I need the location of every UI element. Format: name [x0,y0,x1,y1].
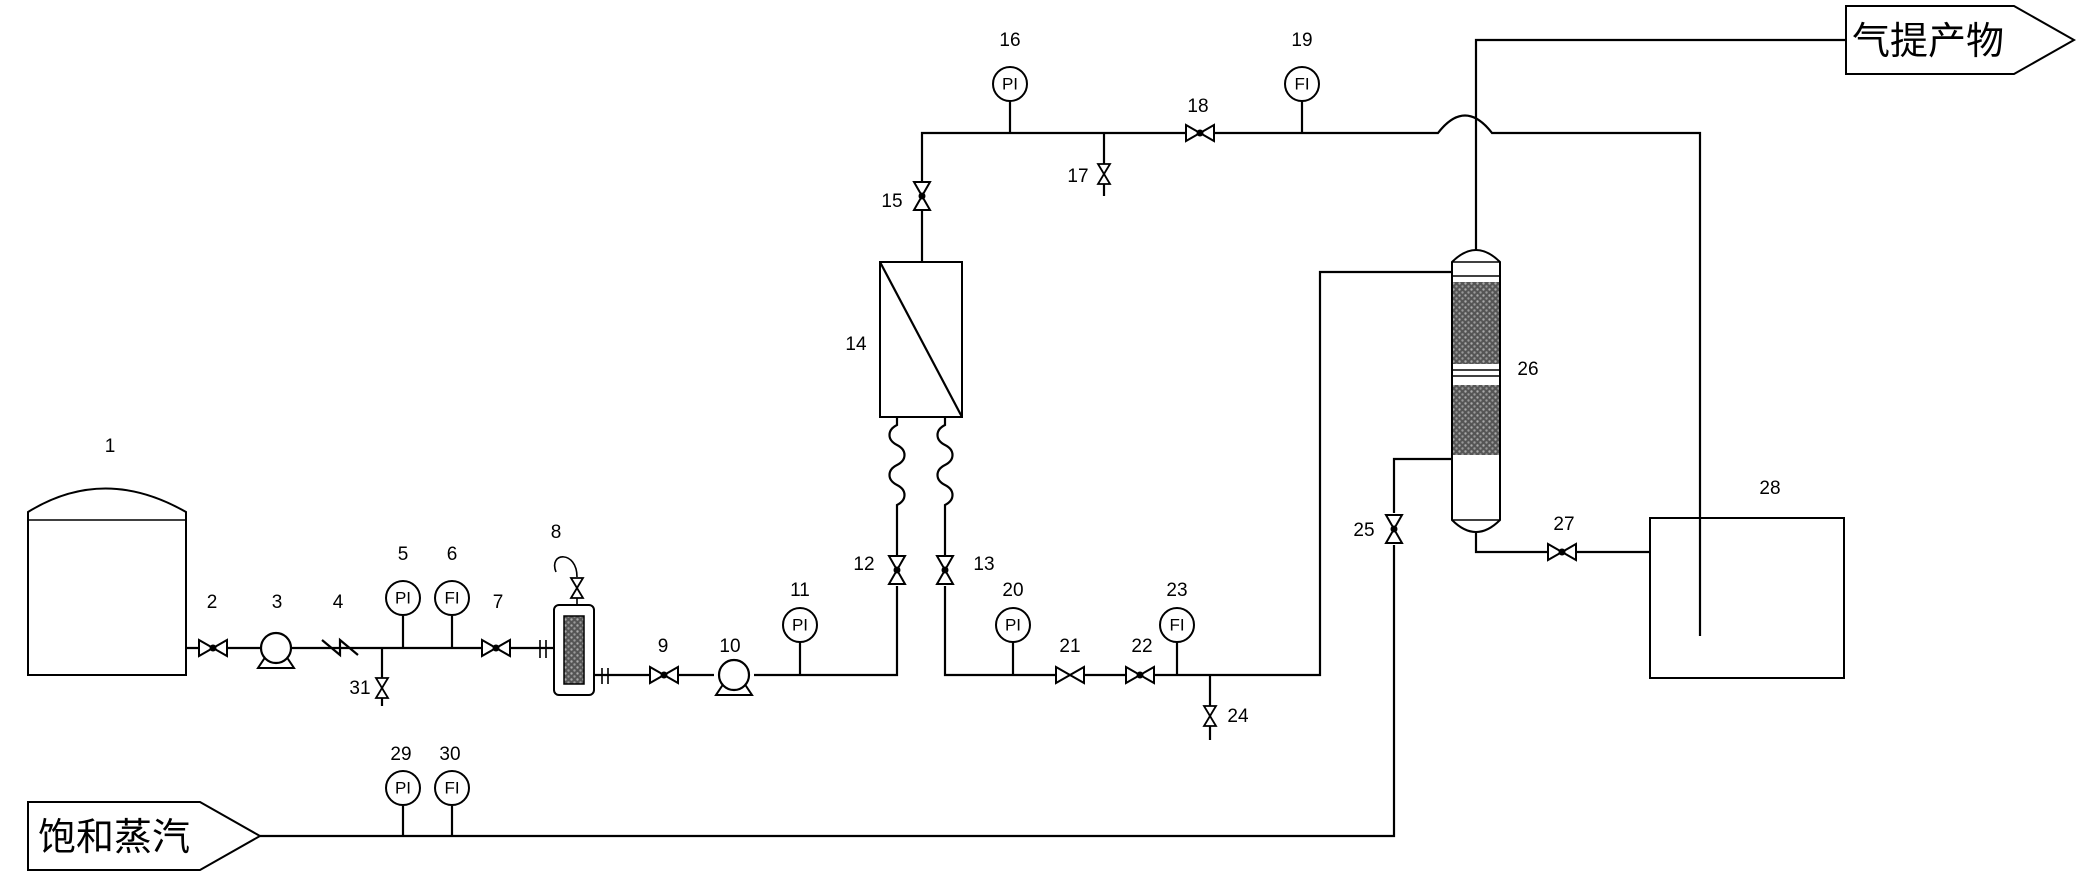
gate-valve-18[interactable] [1185,124,1215,142]
svg-text:PI: PI [395,589,411,608]
control-valve-21[interactable] [1055,666,1085,684]
vent-valve-17[interactable] [1097,163,1111,185]
pressure-indicator-29: PI [385,770,421,806]
steam-inlet-label: 饱和蒸汽 [38,815,190,859]
gate-valve-2[interactable] [198,639,228,657]
tag-17: 17 [1067,166,1088,187]
gate-valve-15[interactable] [913,181,931,211]
tag-5: 5 [398,544,409,565]
filter-8 [539,556,609,696]
tag-6: 6 [447,544,458,565]
pressure-indicator-11: PI [782,607,818,643]
tag-15: 15 [881,191,902,212]
tag-20: 20 [1002,580,1023,601]
tag-2: 2 [207,592,218,613]
tag-numbers: 1 2 3 4 5 6 7 8 9 10 11 12 13 14 15 16 1… [105,30,1781,765]
tag-4: 4 [333,592,344,613]
svg-text:PI: PI [1002,75,1018,94]
svg-text:FI: FI [444,779,459,798]
membrane-module-14 [879,261,963,418]
flex-hose-right [936,417,954,527]
feed-tank-1 [27,487,187,676]
gate-valve-22[interactable] [1125,666,1155,684]
tag-12: 12 [853,554,874,575]
tag-27: 27 [1553,514,1574,535]
product-outlet-label: 气提产物 [1852,19,2004,63]
product-outlet-arrow: 气提产物 [1845,5,2077,75]
tag-18: 18 [1187,96,1208,117]
tag-31: 31 [349,678,370,699]
svg-text:PI: PI [792,616,808,635]
tag-3: 3 [272,592,283,613]
gate-valve-7[interactable] [481,639,511,657]
gate-valve-27[interactable] [1547,543,1577,561]
tag-24: 24 [1227,706,1249,727]
flow-indicator-30: FI [434,770,470,806]
tag-23: 23 [1166,580,1187,601]
check-valve-4[interactable] [321,637,359,658]
gate-valve-9[interactable] [649,666,679,684]
tag-25: 25 [1353,520,1374,541]
flow-indicator-6: FI [434,580,470,616]
tag-22: 22 [1131,636,1152,657]
tag-26: 26 [1517,359,1538,380]
tag-19: 19 [1291,30,1312,51]
receiver-28 [1649,517,1845,679]
gate-valve-13[interactable] [936,555,954,585]
stripping-column-26 [1451,249,1501,533]
svg-text:PI: PI [395,779,411,798]
piping [186,38,1846,838]
tag-8: 8 [551,522,562,543]
tag-30: 30 [439,744,460,765]
gate-valve-25[interactable] [1385,514,1403,544]
tag-29: 29 [390,744,411,765]
pressure-indicator-20: PI [995,607,1031,643]
steam-inlet-arrow: 饱和蒸汽 [27,801,263,871]
tag-16: 16 [999,30,1020,51]
tag-10: 10 [719,636,740,657]
flow-indicator-23: FI [1159,607,1195,643]
flex-hose-left [888,417,906,527]
bleed-valve-31[interactable] [375,677,389,699]
tag-21: 21 [1059,636,1080,657]
svg-text:FI: FI [444,589,459,608]
pressure-indicator-5: PI [385,580,421,616]
tag-11: 11 [790,580,810,601]
tag-9: 9 [658,636,669,657]
pump-10[interactable] [714,658,754,697]
svg-text:FI: FI [1169,616,1184,635]
pump-3[interactable] [256,631,296,670]
tag-28: 28 [1759,478,1780,499]
flow-indicator-19: FI [1284,66,1320,102]
svg-text:FI: FI [1294,75,1309,94]
tag-7: 7 [493,592,504,613]
tag-14: 14 [845,334,867,355]
sample-valve-24[interactable] [1203,705,1217,727]
tag-13: 13 [973,554,994,575]
gate-valve-12[interactable] [888,555,906,585]
tag-1: 1 [105,436,116,457]
svg-text:PI: PI [1005,616,1021,635]
pressure-indicator-16: PI [992,66,1028,102]
